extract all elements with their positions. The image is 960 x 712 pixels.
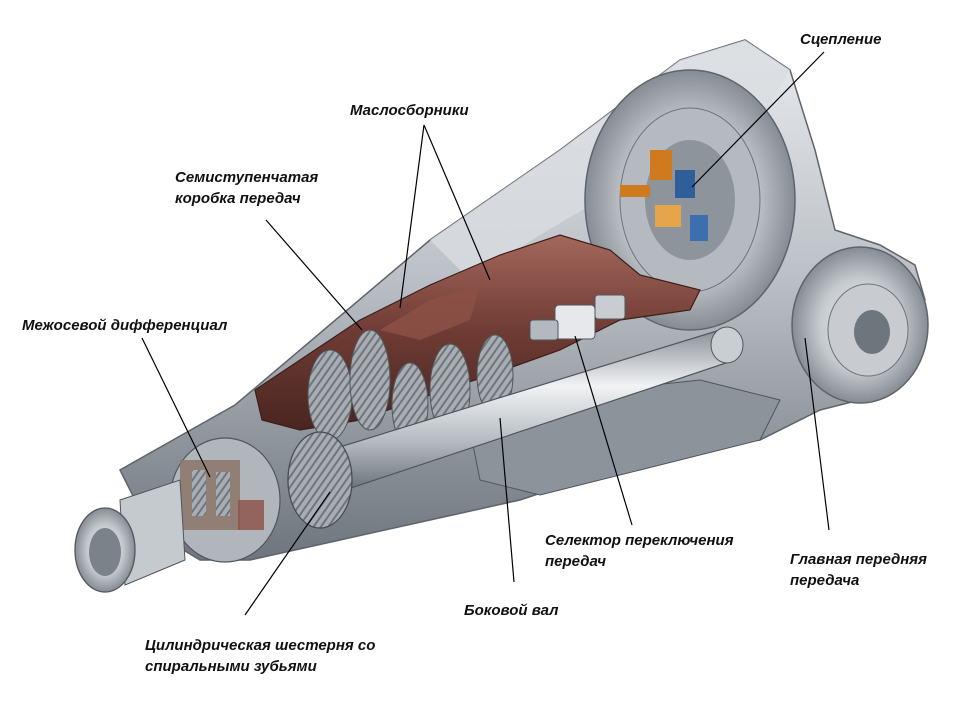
label-final-drive: Главная передняя передача xyxy=(790,551,927,589)
leader-side-shaft xyxy=(499,417,515,583)
clutch-pack-part xyxy=(650,150,672,180)
clutch-pack-part xyxy=(655,205,681,227)
helical-gear xyxy=(287,431,353,529)
label-clutch: Сцепление xyxy=(800,31,882,48)
clutch-pack-part xyxy=(620,185,650,197)
label-center-differential: Межосевой дифференциал xyxy=(22,317,228,334)
leader-center-diff xyxy=(141,337,211,478)
gear-set xyxy=(307,329,514,448)
leader-helical-gear xyxy=(244,491,331,616)
leader-gearbox xyxy=(265,219,363,331)
clutch-pack-part xyxy=(675,170,695,198)
center-differential xyxy=(169,437,281,563)
label-oil-collectors: Маслосборники xyxy=(350,102,469,119)
label-side-shaft: Боковой вал xyxy=(464,602,559,619)
leader-final-drive xyxy=(804,337,830,531)
gear-selector xyxy=(529,294,626,341)
leader-oil-collectors-2 xyxy=(423,124,491,281)
label-gear-selector: Селектор переключения передач xyxy=(545,532,734,570)
leader-lines xyxy=(141,51,830,616)
leader-clutch xyxy=(691,51,825,188)
leader-oil-collectors-1 xyxy=(399,124,425,309)
label-helical-gear: Цилиндрическая шестерня со спиральными з… xyxy=(145,637,376,675)
label-gearbox: Семиступенчатая коробка передач xyxy=(175,169,319,207)
clutch-pack-part xyxy=(690,215,708,241)
leader-selector xyxy=(574,335,633,526)
output-flange xyxy=(74,479,186,593)
